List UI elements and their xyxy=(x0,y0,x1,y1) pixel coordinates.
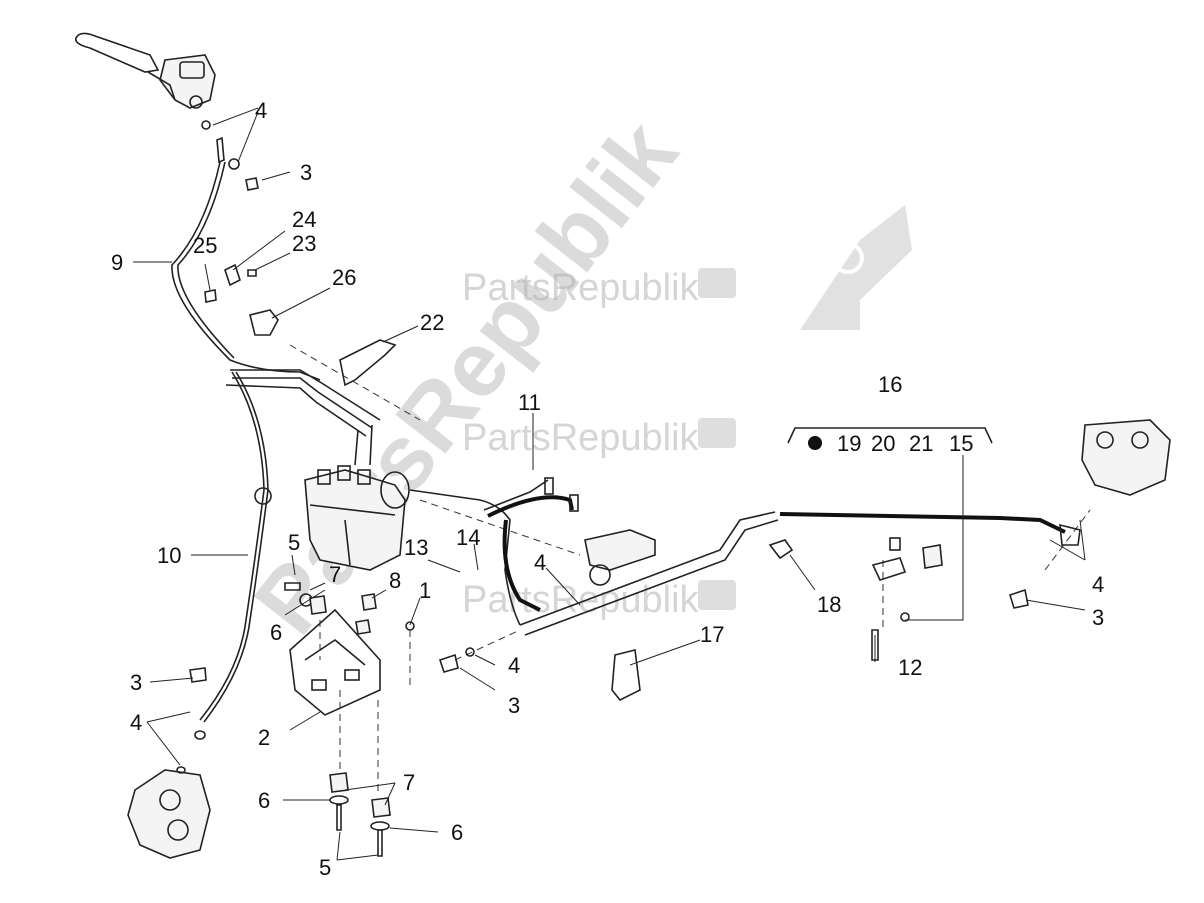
kit-bracket xyxy=(787,427,993,444)
watermark-flag-logo xyxy=(800,205,912,330)
watermark-1: PartsRepublik xyxy=(462,267,736,309)
callout-12: 12 xyxy=(898,655,922,680)
callout-18: 18 xyxy=(817,592,841,617)
front-master-cylinder xyxy=(74,32,216,109)
callout-1: 1 xyxy=(419,578,431,603)
callout-26: 26 xyxy=(332,265,356,290)
callouts: 1 2 3 3 3 3 4 4 4 4 4 5 5 6 6 6 7 7 8 9 … xyxy=(111,98,1104,880)
watermark-text-2: PartsRepublik xyxy=(462,417,700,459)
callout-11: 11 xyxy=(518,390,541,415)
front-caliper xyxy=(127,769,211,859)
callout-3: 3 xyxy=(300,160,312,185)
callout-25: 25 xyxy=(193,233,217,258)
callout-5: 5 xyxy=(288,530,300,555)
callout-16: 16 xyxy=(878,372,902,397)
callout-7: 7 xyxy=(329,562,341,587)
callout-17: 17 xyxy=(700,622,724,647)
pressure-switch xyxy=(249,309,279,336)
abs-bracket xyxy=(289,608,381,716)
callout-3: 3 xyxy=(1092,605,1104,630)
callout-15: 15 xyxy=(949,431,973,456)
callout-4: 4 xyxy=(130,710,142,735)
callout-8: 8 xyxy=(389,568,401,593)
callout-22: 22 xyxy=(420,310,444,335)
callout-7: 7 xyxy=(403,770,415,795)
rear-master-cylinder xyxy=(584,529,656,586)
callout-9: 9 xyxy=(111,250,123,275)
clip-18 xyxy=(768,539,794,560)
callout-6: 6 xyxy=(258,788,270,813)
callout-21: 21 xyxy=(909,431,933,456)
callout-3: 3 xyxy=(130,670,142,695)
callout-20: 20 xyxy=(871,431,895,456)
callout-19: 19 xyxy=(837,431,861,456)
callout-10: 10 xyxy=(157,543,181,568)
clip-17 xyxy=(611,649,641,702)
callout-3: 3 xyxy=(508,693,520,718)
bracket-22 xyxy=(339,339,397,387)
callout-13: 13 xyxy=(404,535,428,560)
gear-icon xyxy=(698,418,736,448)
callout-6: 6 xyxy=(270,620,282,645)
callout-2: 2 xyxy=(258,725,270,750)
callout-4: 4 xyxy=(1092,572,1104,597)
callout-4: 4 xyxy=(534,550,546,575)
callout-5: 5 xyxy=(319,855,331,880)
gear-icon xyxy=(698,580,736,610)
callout-24: 24 xyxy=(292,207,316,232)
abs-modulator xyxy=(304,465,410,571)
leader-lines xyxy=(133,107,1086,861)
callout-4: 4 xyxy=(508,653,520,678)
callout-14: 14 xyxy=(456,525,480,550)
marker-dot xyxy=(808,436,822,450)
callout-4: 4 xyxy=(255,98,267,123)
watermark-text-1: PartsRepublik xyxy=(462,267,700,309)
callout-23: 23 xyxy=(292,231,316,256)
gear-icon xyxy=(698,268,736,298)
callout-6: 6 xyxy=(451,820,463,845)
watermark-2: PartsRepublik xyxy=(462,417,736,459)
rear-caliper xyxy=(1081,419,1171,496)
